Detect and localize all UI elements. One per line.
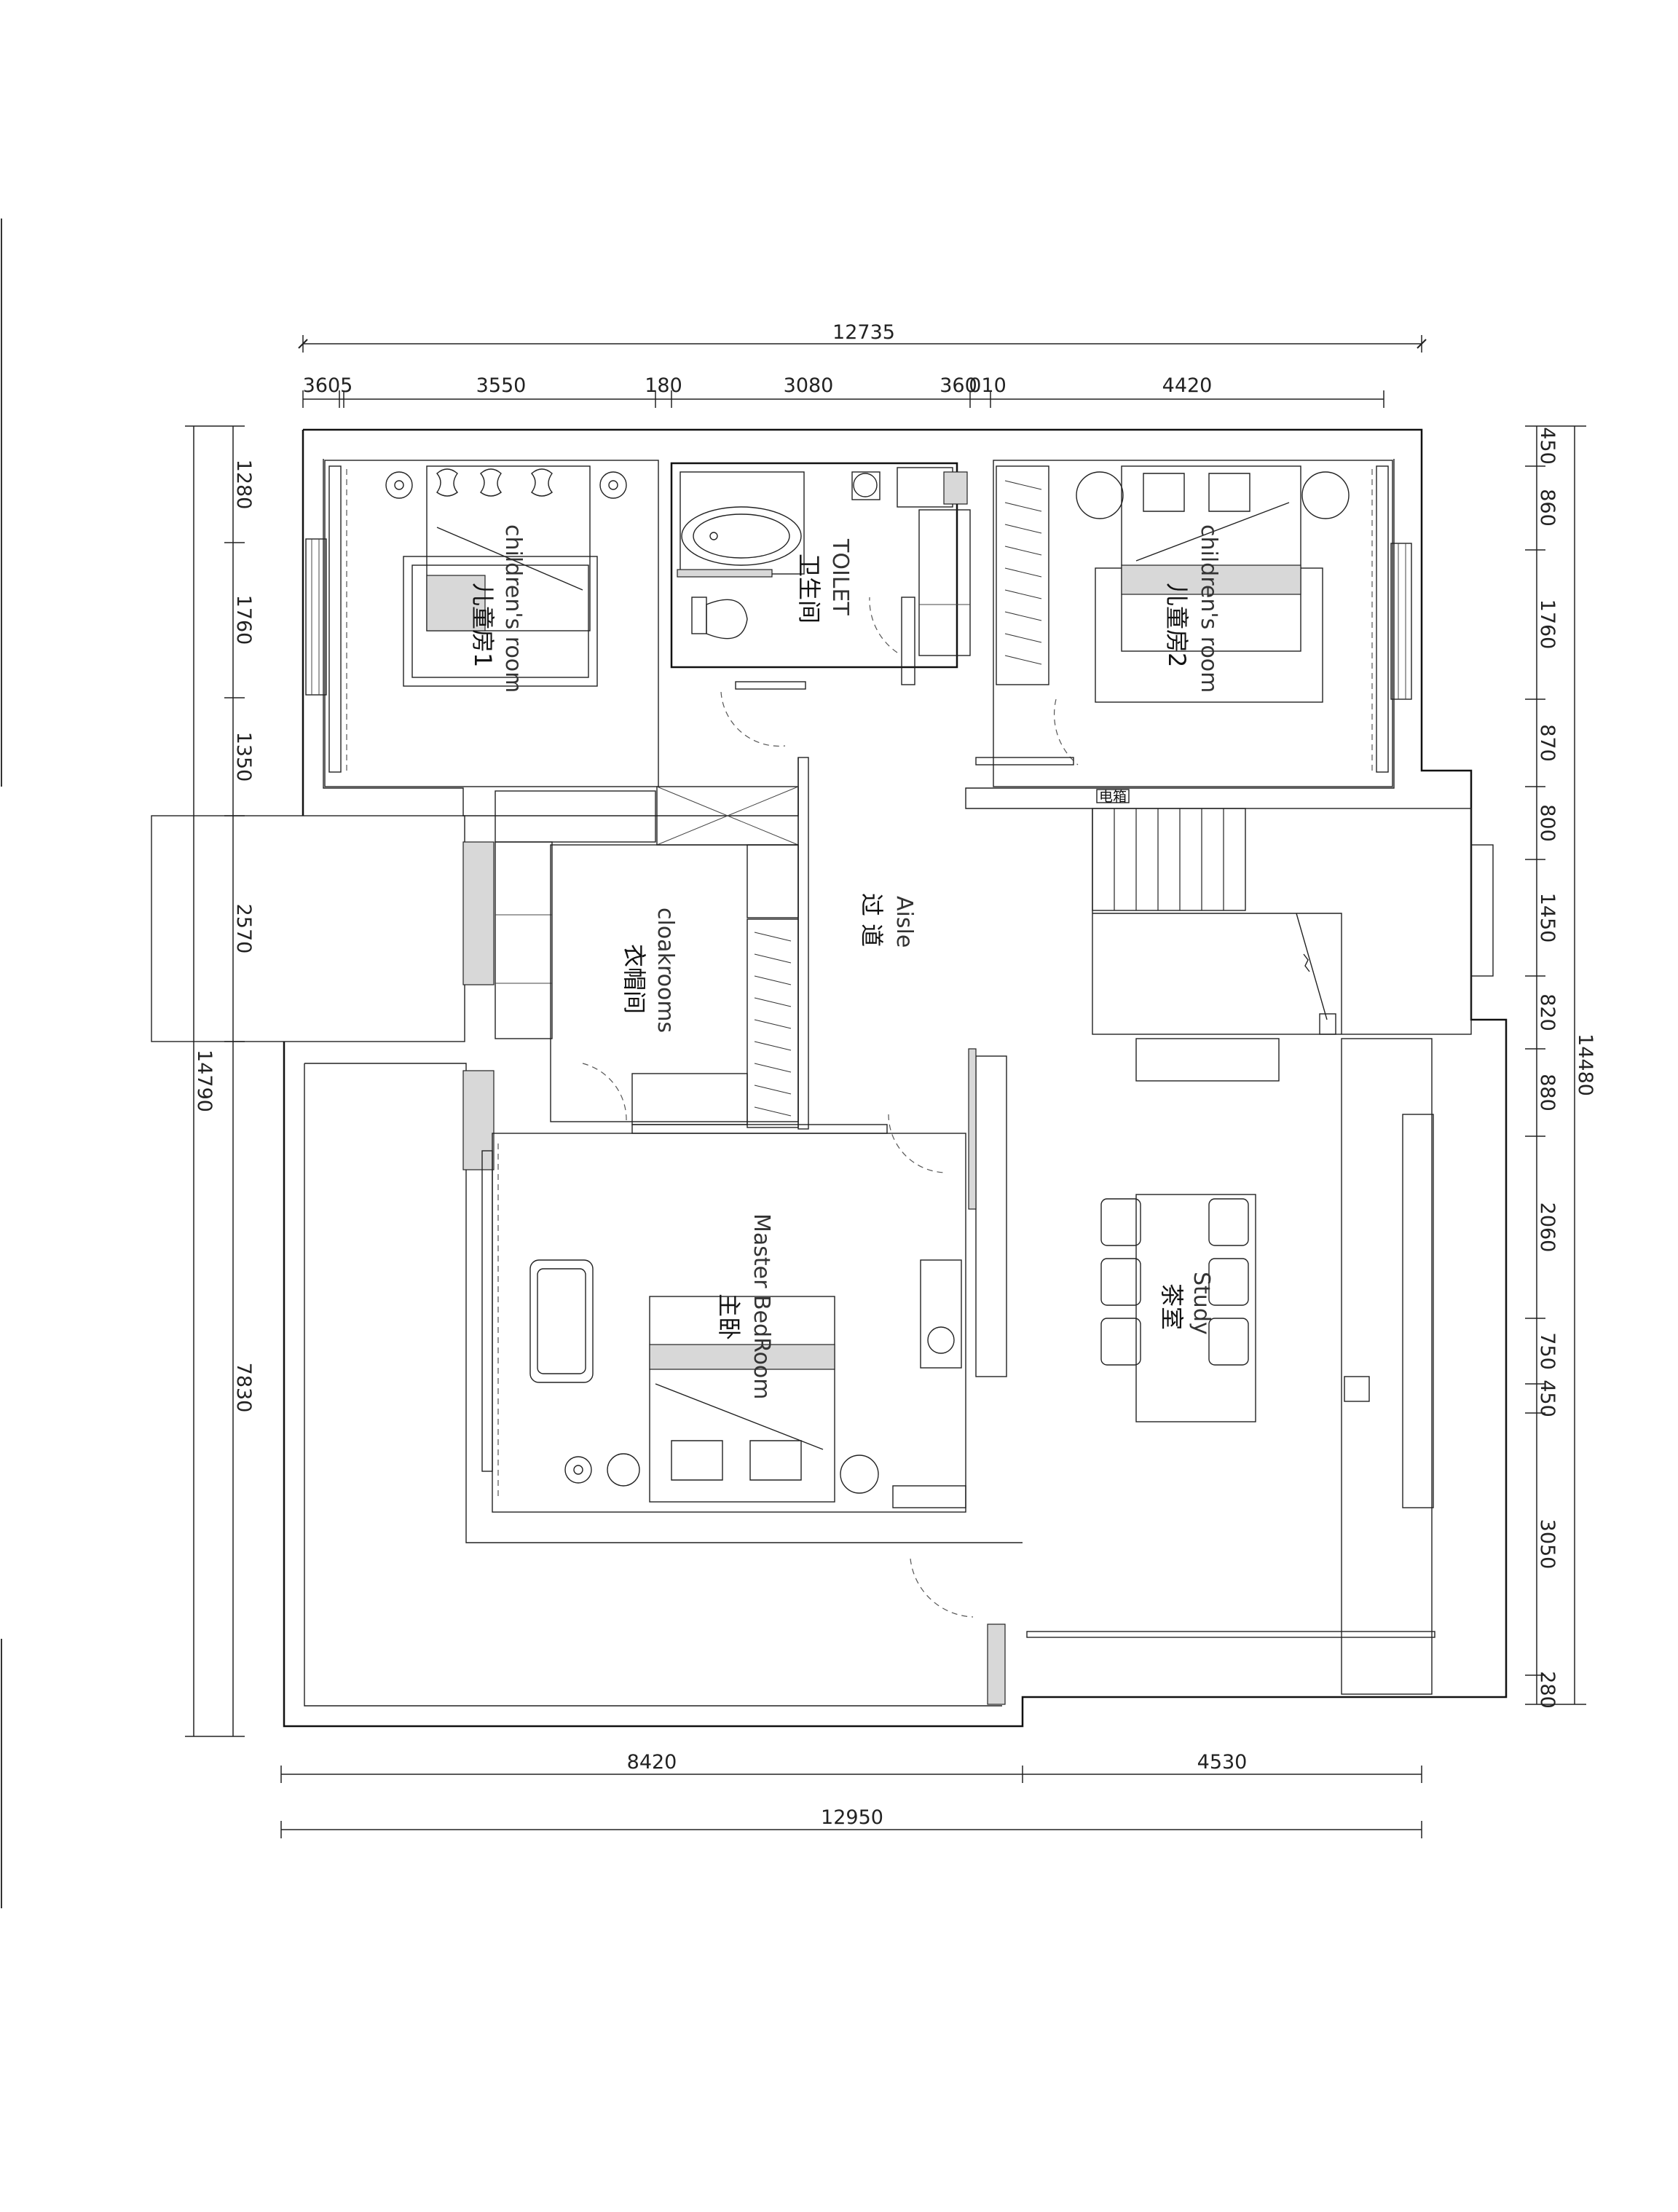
dim-left-seg-2: 1760	[232, 595, 255, 645]
electric-box-label: 电箱	[1099, 789, 1127, 805]
study-room: Study 茶室	[987, 1038, 1435, 1705]
children-room-1-label-cn: 儿童房1	[469, 583, 497, 667]
aisle-label-cn: 过 道	[858, 893, 886, 947]
dim-right-overall: 14480	[1574, 1034, 1596, 1096]
dim-top-seg-7: 4420	[1162, 374, 1213, 397]
children-room-1-label-en: children's room	[500, 524, 526, 693]
electric-box: 电箱	[1096, 789, 1130, 805]
dim-left-overall: 14790	[193, 1050, 216, 1112]
study-label-en: Study	[1189, 1272, 1214, 1335]
dim-top-seg-6: 010	[969, 374, 1007, 397]
dim-right-seg-7: 820	[1536, 993, 1559, 1031]
dim-top-seg-3: 180	[645, 374, 682, 397]
dim-right-seg-6: 1450	[1536, 893, 1559, 943]
children-room-2: children's room 儿童房2	[975, 460, 1412, 787]
dim-top-overall: 12735	[832, 321, 895, 344]
dimension-left: 1280 1760 1350 2570 7830 14790	[185, 425, 255, 1737]
master-bedroom-label-cn: 主卧	[715, 1294, 743, 1340]
toilet-label-en: TOILET	[827, 538, 853, 615]
children-room-2-label-cn: 儿童房2	[1163, 583, 1191, 667]
dim-top-seg-2: 3550	[476, 374, 527, 397]
toilet-room: TOILET 卫生间	[670, 462, 971, 747]
dim-bottom-overall: 12950	[821, 1806, 883, 1829]
dim-right-seg-11: 450	[1536, 1379, 1559, 1417]
dim-right-seg-5: 800	[1536, 804, 1559, 842]
dim-left-seg-3: 1350	[232, 732, 255, 782]
master-bedroom-label-en: Master BedRoom	[749, 1213, 774, 1400]
children-room-1: children's room 儿童房1	[305, 460, 659, 787]
aisle: Aisle 过 道	[655, 757, 948, 1173]
dim-right-seg-12: 3050	[1536, 1519, 1559, 1570]
dim-right-seg-4: 870	[1536, 724, 1559, 762]
cloakroom: cloakrooms 衣帽间	[462, 790, 888, 1170]
children-room-2-label-en: children's room	[1196, 524, 1221, 693]
dim-right-seg-8: 880	[1536, 1074, 1559, 1111]
dim-bottom-seg-2: 4530	[1197, 1751, 1248, 1774]
dim-top-seg-5: 360	[940, 374, 977, 397]
dim-right-seg-10: 750	[1536, 1332, 1559, 1370]
study-label-cn: 茶室	[1158, 1283, 1186, 1330]
dim-right-seg-1: 450	[1536, 427, 1559, 465]
cloakrooms-label-en: cloakrooms	[653, 908, 678, 1033]
dimension-top: 12735 3605 3550 180 3080 360 010 4420	[298, 321, 1427, 408]
aisle-label-en: Aisle	[891, 896, 917, 948]
porch-block	[151, 815, 465, 1042]
staircase	[1092, 808, 1494, 1035]
dim-right-seg-9: 2060	[1536, 1203, 1559, 1253]
dim-left-seg-4: 2570	[232, 904, 255, 954]
dim-right-seg-13: 280	[1536, 1671, 1559, 1709]
dim-top-seg-1: 3605	[303, 374, 353, 397]
dimension-right: 450 860 1760 870 800 1450 820 880 2060 7…	[1525, 425, 1596, 1709]
dim-right-seg-2: 860	[1536, 489, 1559, 527]
toilet-label-cn: 卫生间	[795, 554, 823, 623]
dim-left-seg-5: 7830	[232, 1363, 255, 1413]
dimension-bottom: 8420 4530 12950	[280, 1751, 1422, 1838]
dim-top-seg-4: 3080	[784, 374, 834, 397]
dim-right-seg-3: 1760	[1536, 599, 1559, 650]
master-bedroom: Master BedRoom 主卧	[481, 1048, 1007, 1618]
dim-left-seg-1: 1280	[232, 460, 255, 510]
outer-walls	[151, 428, 1508, 1728]
cloakrooms-label-cn: 衣帽间	[621, 944, 648, 1014]
dim-bottom-seg-1: 8420	[627, 1751, 677, 1774]
